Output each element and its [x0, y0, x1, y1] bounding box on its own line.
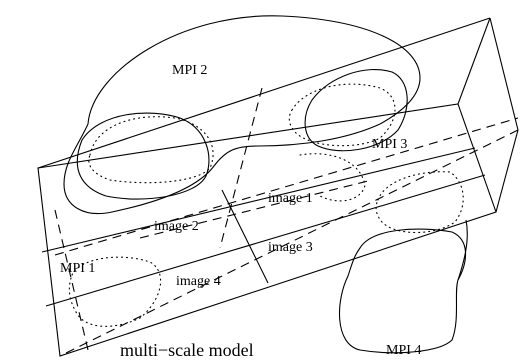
hidden-vertical-divider — [219, 87, 263, 249]
mpi2-outline — [63, 15, 421, 214]
mpi4-outline — [339, 228, 467, 354]
model-box — [37, 17, 519, 357]
mpi-domains — [63, 15, 468, 354]
box-depth-edge-bottom-right — [495, 129, 519, 213]
dashed-line-left — [54, 209, 89, 351]
hidden-plane-line — [54, 117, 519, 256]
projection-mpi3 — [288, 83, 396, 147]
image3-label: image 3 — [268, 240, 313, 255]
box-back-bottom-edge — [59, 129, 519, 357]
divider-lower — [45, 174, 486, 307]
box-depth-edge-top-right — [457, 17, 491, 105]
mpi2-label: MPI 2 — [172, 63, 207, 78]
divider-upper — [41, 147, 476, 253]
box-back-top-edge — [37, 17, 491, 169]
box-front-face — [37, 103, 497, 357]
mpi3-label: MPI 3 — [372, 137, 407, 152]
mpi3-outline — [304, 68, 408, 152]
mpi2-inner-blob — [76, 112, 210, 200]
projection-mpi1 — [68, 256, 162, 327]
mpi-projections — [68, 83, 464, 327]
dashed-diagonal-upper — [139, 179, 373, 239]
mpi1-label: MPI 1 — [60, 261, 95, 276]
image2-label: image 2 — [154, 219, 199, 234]
projection-mpi4 — [375, 171, 464, 234]
caption: multi−scale model — [120, 340, 254, 360]
image1-label: image 1 — [268, 191, 313, 206]
image4-label: image 4 — [176, 274, 221, 289]
box-back-right-edge — [489, 17, 519, 131]
mpi4-label: MPI 4 — [386, 343, 421, 358]
labels: MPI 2 MPI 3 MPI 1 MPI 4 image 1 image 2 … — [60, 63, 421, 360]
projection-mpi2-side — [299, 153, 366, 202]
divider-vertical — [221, 189, 269, 284]
mpi4-connector — [457, 219, 468, 281]
